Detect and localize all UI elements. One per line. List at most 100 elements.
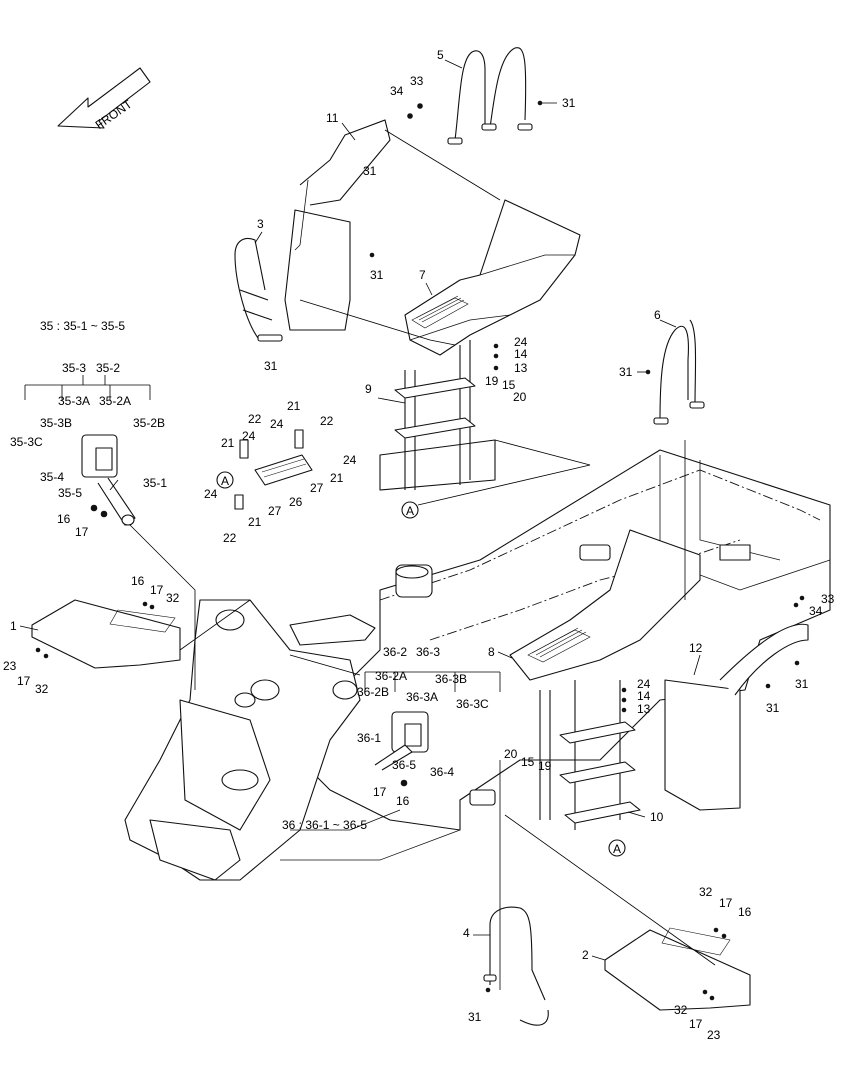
callout-33: 33 (821, 592, 835, 606)
callout-35-2B: 35-2B (133, 416, 165, 430)
callout-26: 26 (289, 495, 303, 509)
callout-16: 16 (57, 512, 71, 526)
step-ladder-9 (379, 340, 496, 491)
fender-12 (664, 623, 809, 811)
handrail-5 (447, 47, 533, 145)
handrail-4 (483, 906, 549, 1026)
callout-17: 17 (373, 785, 387, 799)
fender-1 (31, 599, 181, 669)
callout-12: 12 (689, 641, 703, 655)
callout-35-3B: 35-3B (40, 416, 72, 430)
callout-17: 17 (689, 1017, 703, 1031)
callout-9: 9 (365, 382, 372, 396)
callout-24: 24 (242, 429, 256, 443)
tread-grid-7 (415, 295, 465, 323)
callout-35-3A: 35-3A (58, 394, 90, 408)
callout-24: 24 (204, 487, 218, 501)
ref-marker-a1: A (216, 471, 234, 489)
callout-17: 17 (719, 896, 733, 910)
callout-23: 23 (3, 659, 17, 673)
callout-22: 22 (320, 414, 334, 428)
callout-17: 17 (150, 583, 164, 597)
callout-31: 31 (264, 359, 278, 373)
callout-36-4: 36-4 (430, 765, 454, 779)
callout-36-3: 36-3 (416, 645, 440, 659)
callout-35-2A: 35-2A (99, 394, 131, 408)
callout-20: 20 (504, 747, 518, 761)
callout-10: 10 (650, 810, 664, 824)
callout-32: 32 (674, 1003, 688, 1017)
right-platform-8 (509, 529, 701, 681)
callout-31: 31 (562, 96, 576, 110)
step-ladder-10 (539, 680, 641, 830)
callout-21: 21 (330, 471, 344, 485)
callout-31: 31 (370, 268, 384, 282)
callout-22: 22 (248, 412, 262, 426)
callout-4: 4 (463, 926, 470, 940)
callout-24: 24 (637, 677, 651, 691)
callout-13: 13 (637, 702, 651, 716)
callout-31: 31 (363, 164, 377, 178)
callout-14: 14 (637, 689, 651, 703)
callout-13: 13 (514, 361, 528, 375)
callout-11: 11 (326, 111, 339, 125)
handrail-3 (234, 237, 283, 342)
lamp-assembly-36 (374, 711, 429, 771)
callout-31: 31 (766, 701, 780, 715)
legend-36: 36 : 36-1 ~ 36-5 (282, 818, 367, 832)
callout-16: 16 (396, 794, 410, 808)
callout-36-5: 36-5 (392, 758, 416, 772)
callout-22: 22 (223, 531, 237, 545)
callout-24: 24 (514, 335, 528, 349)
callout-24: 24 (343, 453, 357, 467)
legend-35: 35 : 35-1 ~ 35-5 (40, 319, 125, 333)
assembly-lines (129, 129, 716, 990)
callout-35-1: 35-1 (143, 476, 167, 490)
callout-21: 21 (221, 436, 235, 450)
callout-32: 32 (166, 591, 180, 605)
callout-19: 19 (538, 759, 552, 773)
callout-27: 27 (310, 481, 324, 495)
callout-32: 32 (699, 885, 713, 899)
callout-35-5: 35-5 (58, 486, 82, 500)
callout-36-3B: 36-3B (435, 672, 467, 686)
side-panel-11 (284, 119, 391, 331)
bracket-26 (234, 429, 313, 510)
callout-15: 15 (502, 378, 516, 392)
callout-34: 34 (390, 84, 404, 98)
callout-36-3C: 36-3C (456, 697, 489, 711)
ref-marker-a2: A (401, 501, 419, 519)
loader-frame (124, 599, 461, 881)
callout-31: 31 (619, 365, 633, 379)
callout-23: 23 (707, 1028, 721, 1042)
callout-36-1: 36-1 (357, 731, 381, 745)
callout-36-2A: 36-2A (375, 669, 407, 683)
callout-20: 20 (513, 390, 527, 404)
callout-2: 2 (582, 948, 589, 962)
top-platform (404, 199, 581, 356)
ref-marker-a1-text: A (221, 474, 229, 488)
callout-31: 31 (795, 677, 809, 691)
ref-marker-a2-text: A (406, 504, 414, 518)
callout-15: 15 (521, 755, 535, 769)
legend-bracket-36 (364, 671, 501, 692)
callout-6: 6 (654, 308, 661, 322)
callout-7: 7 (419, 268, 426, 282)
callout-16: 16 (738, 905, 752, 919)
hardware-bolts (35, 100, 805, 1001)
callout-21: 21 (248, 515, 262, 529)
callout-35-4: 35-4 (40, 470, 64, 484)
front-arrow: FRONT (57, 67, 151, 132)
lamp-assembly-35 (81, 434, 136, 526)
handrail-6 (653, 319, 705, 425)
leader-lines (19, 59, 701, 961)
callout-1: 1 (10, 619, 17, 633)
callout-35-3C: 35-3C (10, 435, 43, 449)
callout-5: 5 (437, 48, 444, 62)
ref-marker-a3: A (608, 839, 626, 857)
callouts: 5 33 34 31 11 31 3 31 7 31 24 14 13 9 19… (3, 48, 835, 1042)
callout-36-2B: 36-2B (357, 685, 389, 699)
callout-34: 34 (809, 604, 823, 618)
callout-21: 21 (287, 399, 301, 413)
